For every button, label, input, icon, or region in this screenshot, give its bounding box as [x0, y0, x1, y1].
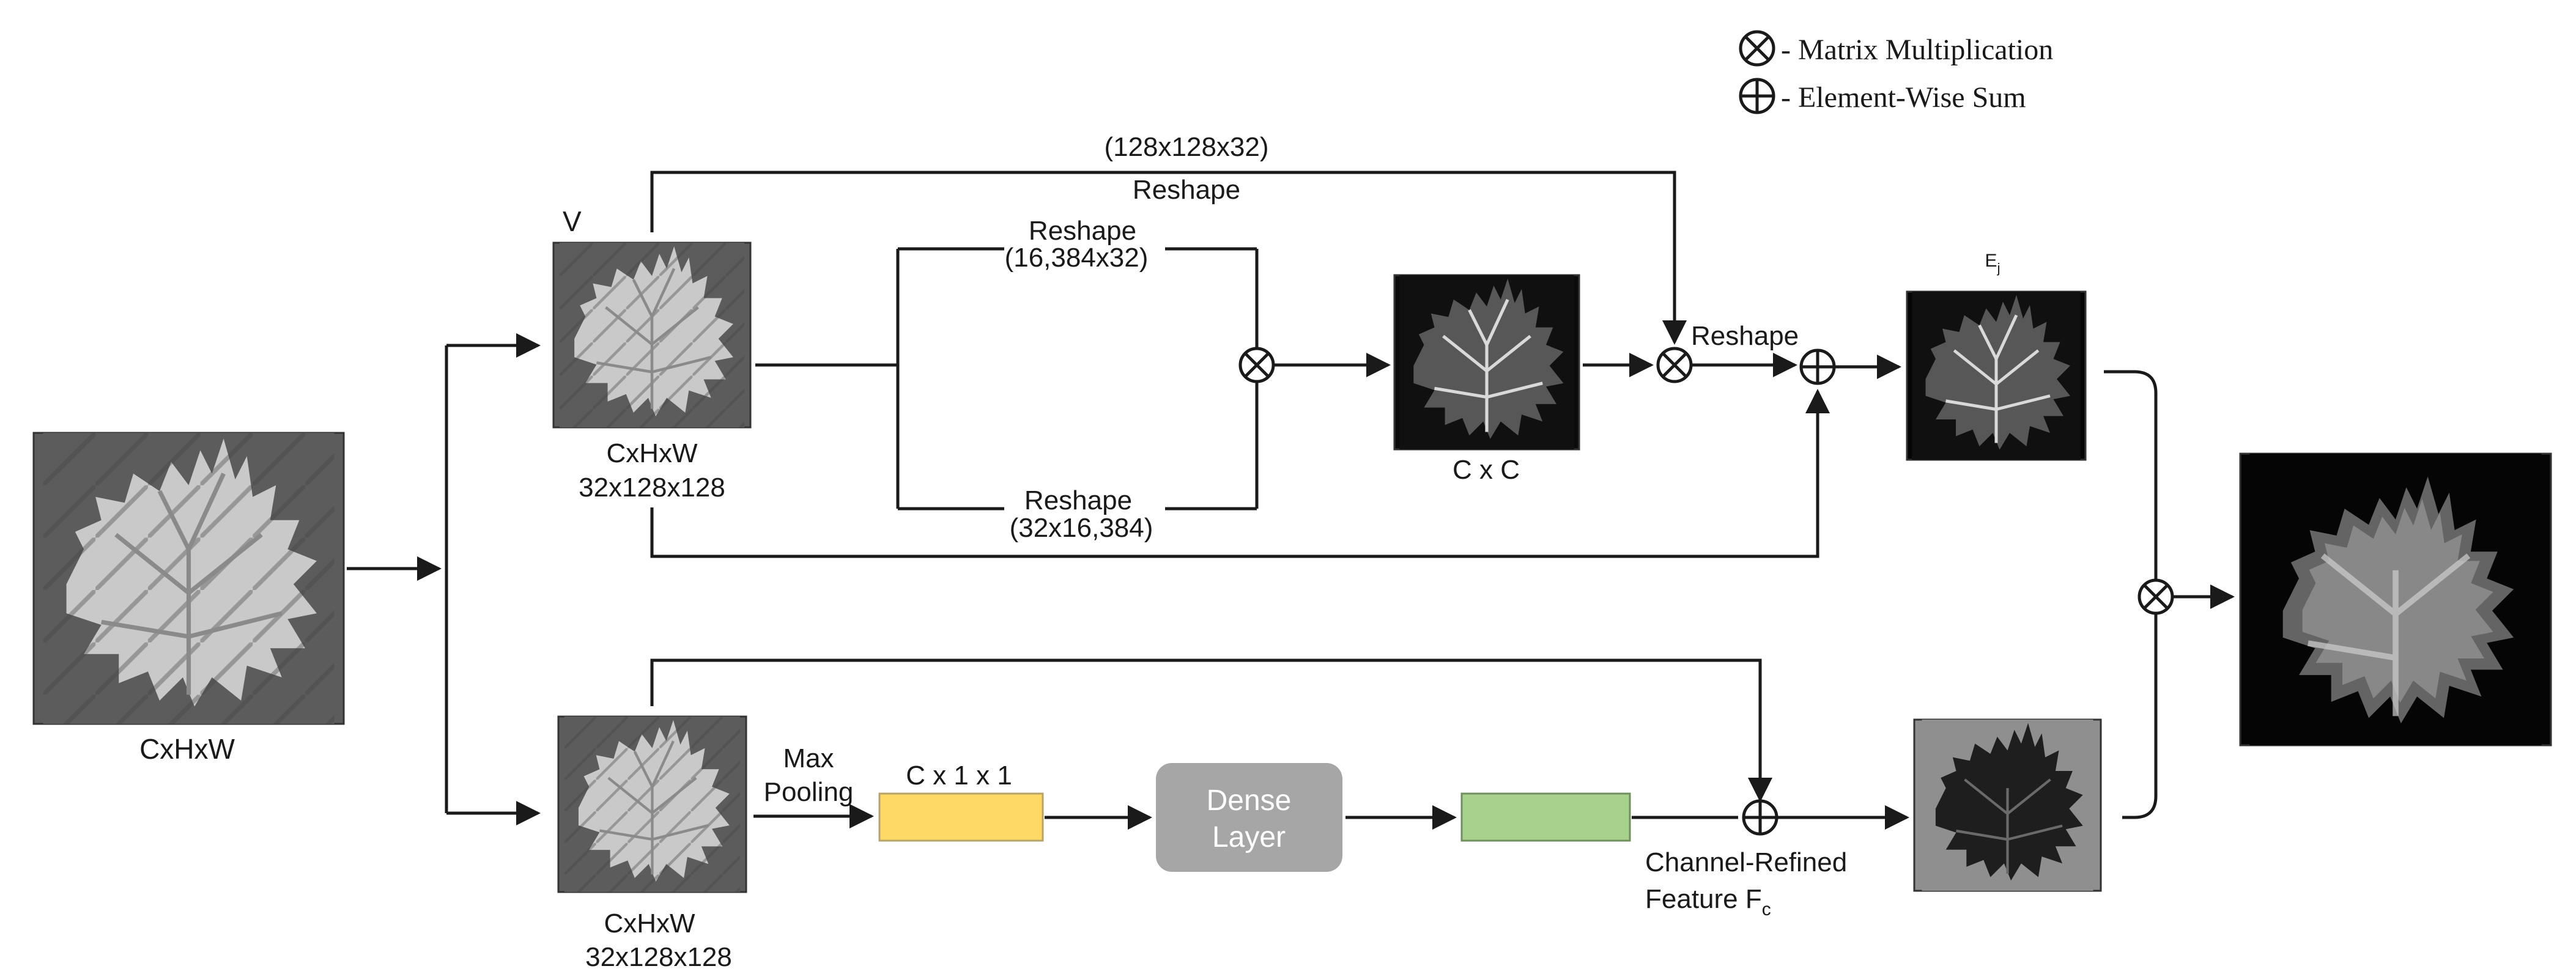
- input-leaf-image: [32, 432, 345, 725]
- value-skip-connector: [650, 171, 1687, 345]
- input-label: CxHxW: [139, 733, 235, 765]
- final-matrix-multiplication-icon: [2137, 578, 2174, 615]
- cxc-attention-map-image: [1393, 274, 1580, 451]
- bottom-feature-dims-2: 32x128x128: [585, 942, 732, 972]
- top-path-reshape-label: Reshape: [1133, 175, 1240, 205]
- legend-matrix-multiplication-icon: [1739, 30, 1775, 67]
- channel-refined-label-2: Feature Fc: [1645, 884, 1771, 920]
- reshape-top-dims: (16,384x32): [1005, 243, 1149, 273]
- ej-label: Ej: [1985, 251, 2000, 276]
- legend-element-wise-sum-icon: [1739, 78, 1775, 114]
- top-feature-dims-2: 32x128x128: [579, 473, 725, 503]
- output-feature-image: [2239, 452, 2552, 747]
- channel-weights-block: [1460, 792, 1631, 842]
- top-merge-connector: [2104, 370, 2158, 580]
- pooled-vector-block: [878, 792, 1044, 842]
- reshape-split-connector: [755, 247, 1259, 511]
- reshape-bottom-label: Reshape: [1024, 485, 1132, 515]
- c11-label: C x 1 x 1: [906, 761, 1012, 791]
- top-feature-leaf-image: [552, 241, 752, 429]
- residual-connector: [650, 389, 1830, 558]
- cxc-label: C x C: [1453, 455, 1520, 485]
- bottom-feature-dims-1: CxHxW: [604, 909, 695, 938]
- legend-element-wise-sum-label: - Element-Wise Sum: [1781, 81, 2026, 114]
- element-wise-sum-2-icon: [1742, 799, 1778, 836]
- top-path-dims-label: (128x128x32): [1104, 132, 1268, 162]
- bottom-feature-leaf-image: [557, 715, 747, 893]
- ej-feature-image: [1906, 290, 2087, 461]
- input-split-connector: [347, 333, 541, 825]
- dense-layer-label-1: Dense: [1207, 784, 1292, 817]
- max-pooling-label-2: Pooling: [764, 777, 854, 807]
- matrix-multiplication-2-icon: [1656, 347, 1693, 383]
- channel-skip-connector: [650, 658, 1772, 802]
- channel-refined-label-1: Channel-Refined: [1645, 847, 1847, 877]
- reshape-bottom-dims: (32x16,384): [1010, 513, 1153, 543]
- dense-layer-block: [1156, 763, 1342, 872]
- reshape-top-label: Reshape: [1029, 216, 1136, 246]
- channel-refined-feature-image: [1913, 718, 2102, 892]
- element-wise-sum-1-icon: [1799, 348, 1836, 385]
- legend: - Matrix Multiplication - Element-Wise S…: [1739, 30, 2053, 114]
- dense-layer-label-2: Layer: [1212, 821, 1286, 853]
- bottom-merge-connector: [2122, 614, 2158, 819]
- legend-matrix-multiplication-label: - Matrix Multiplication: [1781, 34, 2053, 66]
- max-pooling-label-1: Max: [783, 743, 834, 773]
- top-feature-dims-1: CxHxW: [606, 438, 698, 468]
- v-label: V: [563, 205, 582, 237]
- matrix-multiplication-1-icon: [1238, 347, 1275, 383]
- reshape-right-label: Reshape: [1691, 321, 1799, 351]
